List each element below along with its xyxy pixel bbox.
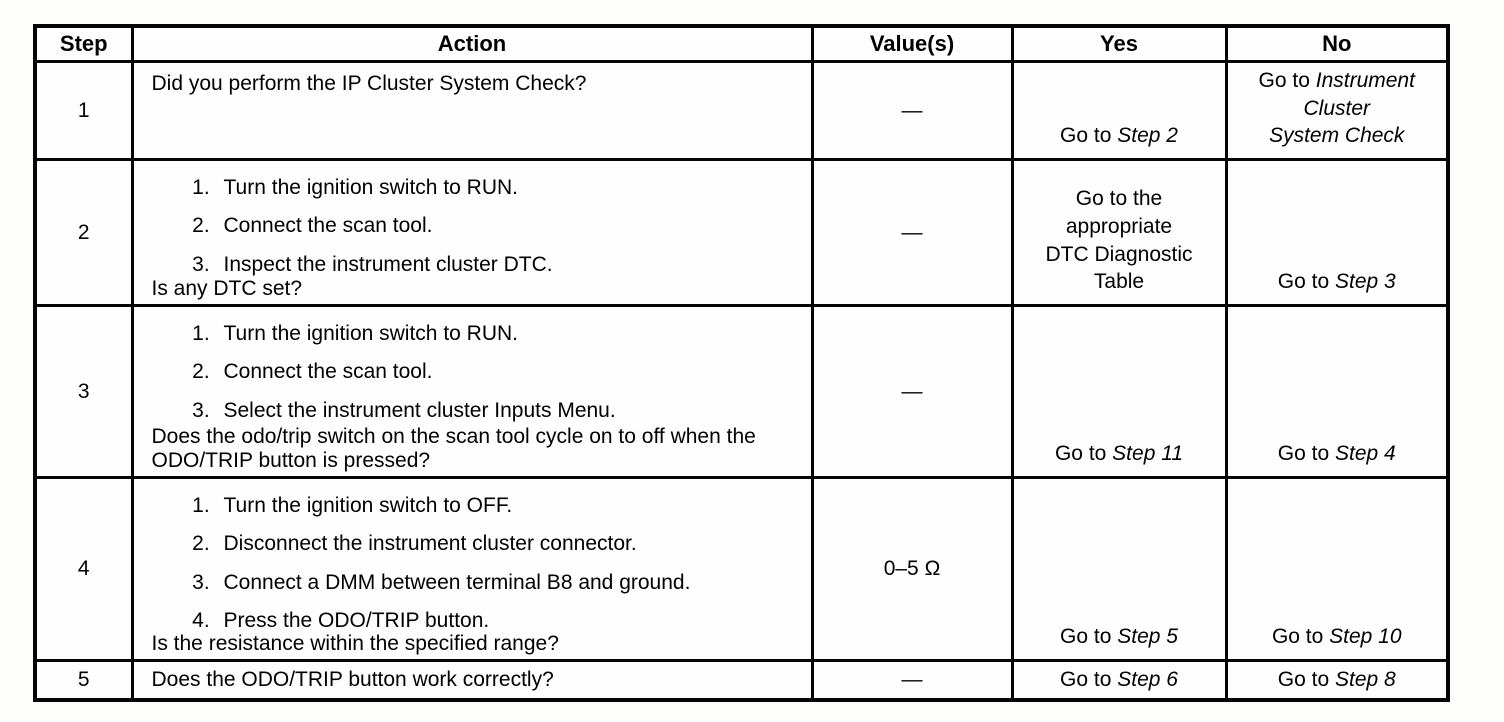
column-header-no: No [1224, 24, 1450, 63]
action-steps-list: Turn the ignition switch to RUN. Connect… [152, 175, 801, 277]
diagnostic-table: Step Action Value(s) Yes No 1 Did you pe… [33, 24, 1450, 702]
step-number: 4 [33, 476, 134, 663]
table-row: 1 Did you perform the IP Cluster System … [33, 59, 1450, 162]
value-cell: — [810, 304, 1014, 480]
action-cell: Turn the ignition switch to RUN. Connect… [130, 304, 814, 480]
no-cell: Go to Step 10 [1224, 476, 1450, 663]
action-step-item: Disconnect the instrument cluster connec… [216, 531, 801, 556]
no-cell: Go to Step 3 [1224, 158, 1450, 308]
action-question: Did you perform the IP Cluster System Ch… [151, 72, 587, 95]
action-cell: Did you perform the IP Cluster System Ch… [130, 59, 814, 162]
action-step-item: Select the instrument cluster Inputs Men… [216, 398, 801, 423]
action-step-item: Inspect the instrument cluster DTC. [216, 252, 801, 277]
action-question: Does the odo/trip switch on the scan too… [151, 425, 756, 472]
column-header-values: Value(s) [810, 24, 1014, 63]
action-cell: Turn the ignition switch to RUN. Connect… [130, 158, 814, 308]
action-step-item: Turn the ignition switch to OFF. [216, 493, 801, 518]
action-cell: Does the ODO/TRIP button work correctly? [130, 659, 814, 702]
table-row: 2 Turn the ignition switch to RUN. Conne… [33, 158, 1450, 308]
action-steps-list: Turn the ignition switch to OFF. Disconn… [152, 493, 801, 633]
column-header-yes: Yes [1010, 24, 1228, 63]
no-cell: Go to Step 8 [1224, 659, 1450, 702]
table-row: 4 Turn the ignition switch to OFF. Disco… [33, 476, 1450, 663]
value-cell: — [810, 59, 1014, 162]
action-step-item: Connect the scan tool. [216, 359, 801, 384]
action-step-item: Press the ODO/TRIP button. [216, 608, 801, 633]
action-cell: Turn the ignition switch to OFF. Disconn… [130, 476, 814, 663]
action-step-item: Connect the scan tool. [216, 213, 801, 238]
yes-cell: Go to Step 2 [1010, 59, 1228, 162]
yes-cell: Go to Step 6 [1010, 659, 1228, 702]
action-question: Is the resistance within the specified r… [151, 631, 559, 655]
yes-cell: Go to the appropriate DTC Diagnostic Tab… [1010, 158, 1228, 308]
value-cell: — [810, 158, 1014, 308]
table-row: 3 Turn the ignition switch to RUN. Conne… [33, 304, 1450, 480]
column-header-action: Action [130, 24, 814, 63]
value-cell: — [810, 659, 1014, 702]
table-row: 5 Does the ODO/TRIP button work correctl… [33, 659, 1450, 702]
action-question: Is any DTC set? [151, 276, 303, 300]
action-step-item: Turn the ignition switch to RUN. [216, 175, 801, 200]
action-step-item: Connect a DMM between terminal B8 and gr… [216, 570, 801, 595]
no-cell: Go to Step 4 [1224, 304, 1450, 480]
no-cell: Go to Instrument Cluster System Check [1224, 59, 1450, 162]
step-number: 2 [33, 158, 134, 308]
value-cell: 0–5 Ω [810, 476, 1014, 663]
action-question: Does the ODO/TRIP button work correctly? [151, 668, 554, 692]
step-number: 5 [33, 659, 134, 702]
action-steps-list: Turn the ignition switch to RUN. Connect… [152, 321, 801, 423]
yes-cell: Go to Step 5 [1010, 476, 1228, 663]
step-number: 3 [33, 304, 134, 480]
column-header-step: Step [33, 24, 134, 63]
step-number: 1 [33, 59, 134, 162]
action-step-item: Turn the ignition switch to RUN. [216, 321, 801, 346]
yes-cell: Go to Step 11 [1010, 304, 1228, 480]
table-header-row: Step Action Value(s) Yes No [33, 24, 1450, 63]
